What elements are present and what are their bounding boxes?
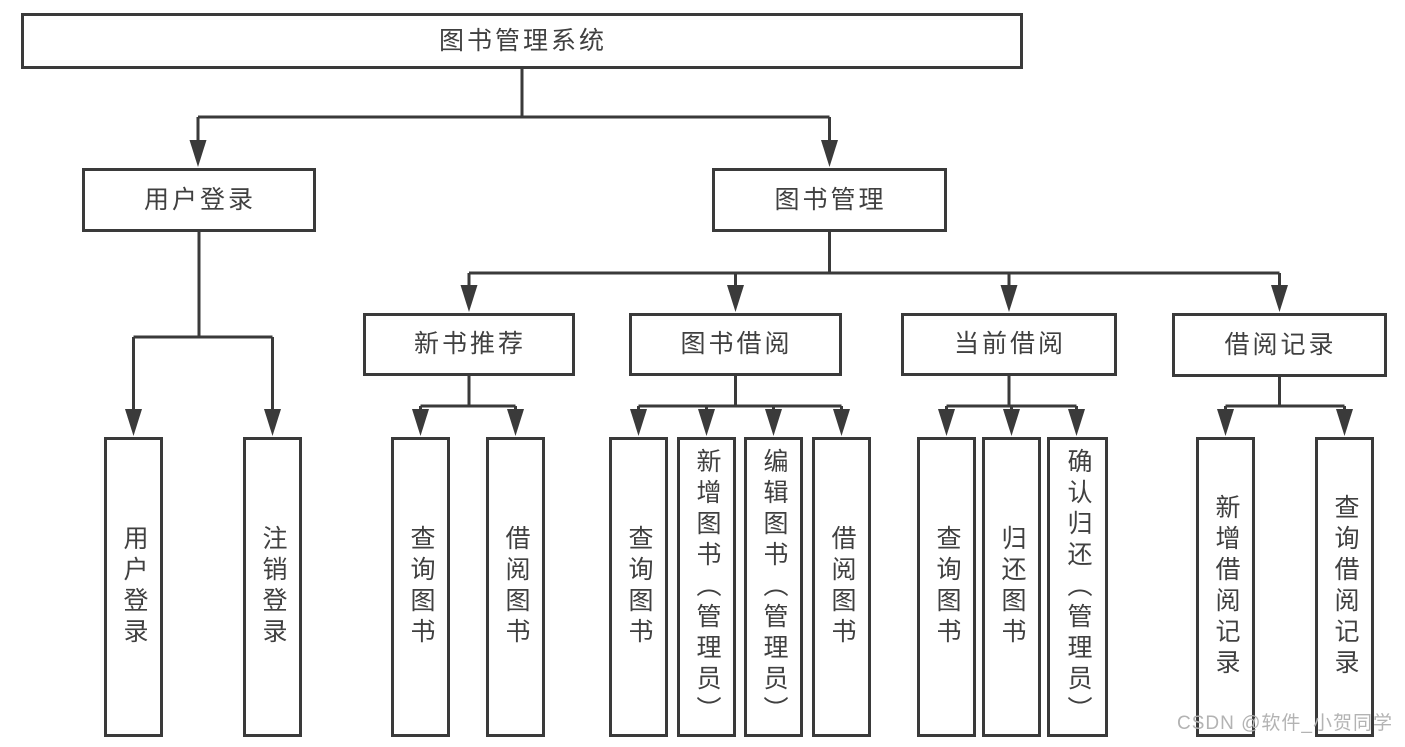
node-label: 图书管理 [774, 185, 887, 214]
node-label: 图书管理系统 [438, 26, 607, 55]
node-label: 查询图书 [933, 525, 961, 649]
node-label: 当前借阅 [953, 330, 1066, 358]
node-book-borrow: 图书借阅 [629, 313, 842, 376]
node-label: 新增借阅记录 [1212, 494, 1240, 680]
node-label: 用户登录 [120, 525, 148, 649]
leaf-add-books-admin: 新增图书（管理员） [677, 437, 736, 737]
csdn-watermark: CSDN @软件_小贺同学 [1177, 713, 1393, 734]
leaf-logout: 注销登录 [243, 437, 302, 737]
node-label: 确认归还（管理员） [1064, 447, 1092, 727]
node-user-login-group: 用户登录 [82, 168, 316, 232]
node-label: 查询图书 [407, 525, 435, 649]
leaf-borrow-books-recommend: 借阅图书 [486, 437, 545, 737]
leaf-borrow-books: 借阅图书 [812, 437, 871, 737]
node-label: 借阅图书 [828, 525, 856, 649]
node-label: 查询图书 [625, 525, 653, 649]
node-label: 图书借阅 [680, 330, 793, 358]
node-label: 用户登录 [143, 185, 256, 214]
node-label: 新书推荐 [413, 330, 526, 358]
node-label: 编辑图书（管理员） [760, 447, 788, 727]
leaf-add-borrow-record: 新增借阅记录 [1196, 437, 1255, 737]
arrowheads [125, 140, 1353, 436]
leaf-query-books-borrow: 查询图书 [609, 437, 668, 737]
node-label: 借阅图书 [502, 525, 530, 649]
node-label: 查询借阅记录 [1331, 494, 1359, 680]
leaf-confirm-return-admin: 确认归还（管理员） [1047, 437, 1108, 737]
leaf-edit-books-admin: 编辑图书（管理员） [744, 437, 803, 737]
node-new-book-recommend: 新书推荐 [363, 313, 575, 376]
node-label: 新增图书（管理员） [693, 447, 721, 727]
node-label: 借阅记录 [1224, 330, 1337, 359]
leaf-query-books-current: 查询图书 [917, 437, 976, 737]
node-label: 注销登录 [259, 525, 287, 649]
leaf-query-borrow-record: 查询借阅记录 [1315, 437, 1374, 737]
node-label: 归还图书 [998, 525, 1026, 649]
node-borrow-records: 借阅记录 [1172, 313, 1387, 377]
leaf-return-books: 归还图书 [982, 437, 1041, 737]
node-current-borrow: 当前借阅 [901, 313, 1117, 376]
node-library-management-system: 图书管理系统 [21, 13, 1023, 69]
node-book-management: 图书管理 [712, 168, 947, 232]
leaf-user-login: 用户登录 [104, 437, 163, 737]
leaf-query-books-recommend: 查询图书 [391, 437, 450, 737]
